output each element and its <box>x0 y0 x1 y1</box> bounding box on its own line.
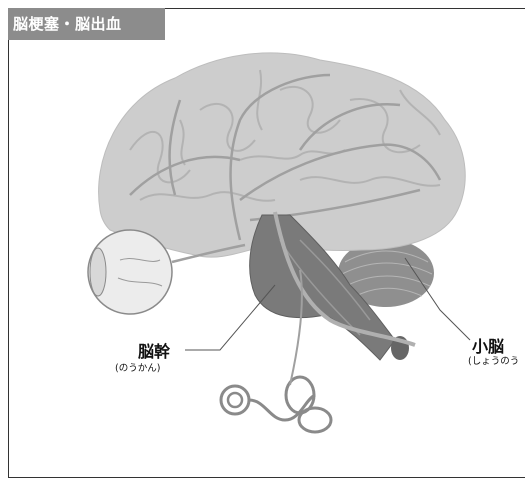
eye-illustration <box>87 229 246 315</box>
cerebellum-leader-line <box>404 257 471 341</box>
cerebellum-reading: (しょうのう <box>468 356 520 367</box>
diagram-title: 脳梗塞・脳出血 <box>8 8 165 40</box>
brainstem-shape <box>249 211 416 361</box>
inner-ear-illustration <box>219 269 333 434</box>
brain-illustration <box>87 52 471 434</box>
brainstem-leader-line <box>185 284 276 351</box>
cerebellum-label: 小脳 <box>472 337 505 356</box>
brainstem-reading: (のうかん) <box>115 363 161 374</box>
brainstem-label: 脳幹 <box>138 342 171 361</box>
